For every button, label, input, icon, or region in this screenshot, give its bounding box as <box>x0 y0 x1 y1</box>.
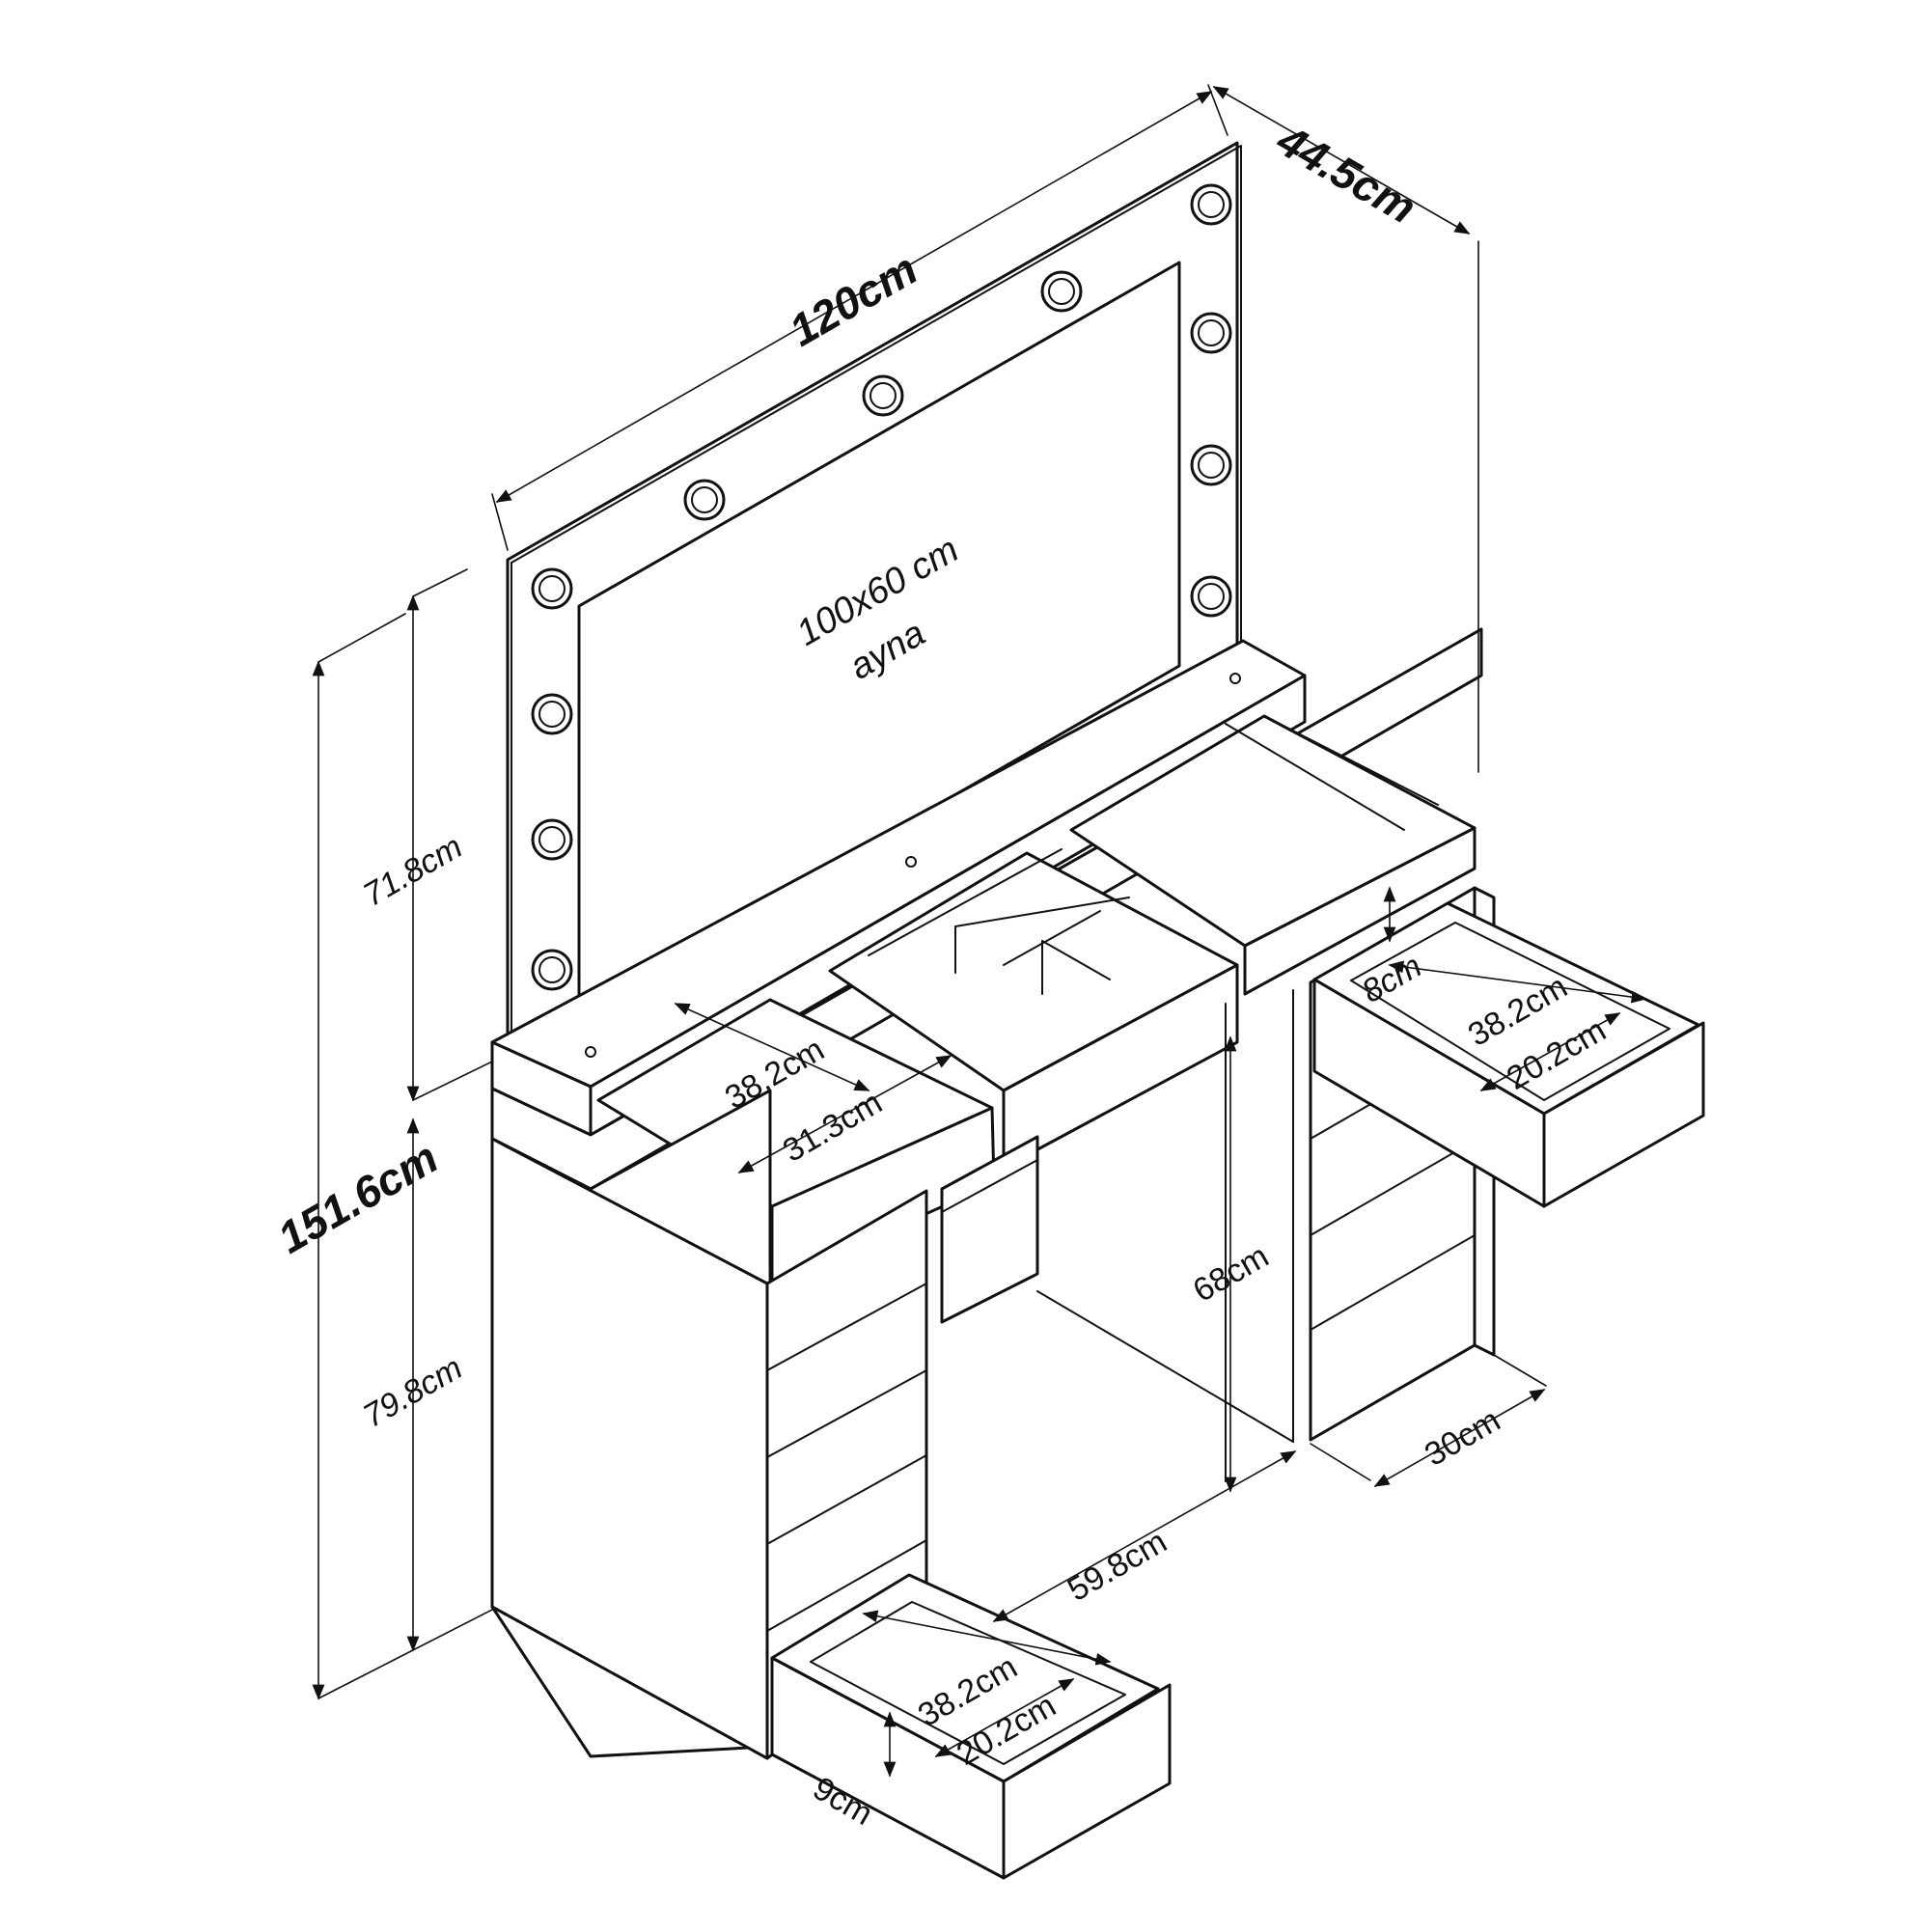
bulb-icon <box>531 949 573 991</box>
side-depth-label: 30cm <box>1419 1401 1506 1473</box>
bottom-open-drawer <box>770 1573 1172 1880</box>
height-total-label: 151.6cm <box>269 1132 446 1263</box>
right-drawer-front <box>1542 1021 1705 1208</box>
screw-icon <box>585 1046 596 1058</box>
bulb-icon <box>531 567 573 610</box>
dimension-lines <box>312 84 1647 1778</box>
screw-icon <box>905 856 917 868</box>
bulb-icon <box>1190 575 1232 618</box>
screw-icon <box>1229 673 1241 684</box>
bulb-icon <box>531 693 573 735</box>
depth-total-label: 44.5cm <box>1268 114 1424 234</box>
bottom-drawer-front <box>1002 1683 1172 1880</box>
bulb-icon <box>531 818 573 861</box>
knee-width-label: 59.8cm <box>1062 1523 1173 1609</box>
